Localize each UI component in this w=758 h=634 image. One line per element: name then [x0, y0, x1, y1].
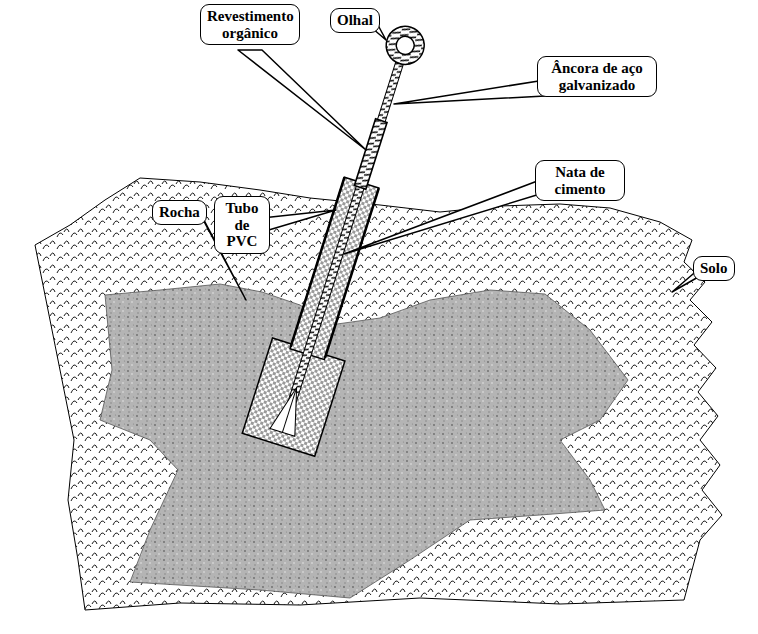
callout-box: Tubo de PVC — [214, 196, 270, 254]
callout-box: Olhal — [330, 8, 380, 33]
callout-label: Olhal — [337, 12, 373, 29]
callout-tails — [200, 14, 700, 300]
callout-box: Nata de cimento — [535, 160, 625, 201]
callout-label: Nata de cimento — [542, 164, 618, 197]
callout-box: Âncora de aço galvanizado — [537, 56, 657, 97]
callout-label: Solo — [700, 260, 728, 277]
anchor-assembly — [242, 16, 447, 456]
callout-label: Âncora de aço galvanizado — [544, 60, 650, 93]
soil-region — [35, 178, 722, 610]
callout-label: Revestimento orgânico — [207, 8, 293, 41]
callout-label: Rocha — [159, 204, 200, 221]
callout-box: Revestimento orgânico — [200, 4, 300, 45]
callout-box: Solo — [693, 256, 735, 281]
callout-box: Rocha — [152, 200, 207, 225]
callout-label: Tubo de PVC — [221, 200, 263, 250]
rock-region — [100, 284, 628, 598]
